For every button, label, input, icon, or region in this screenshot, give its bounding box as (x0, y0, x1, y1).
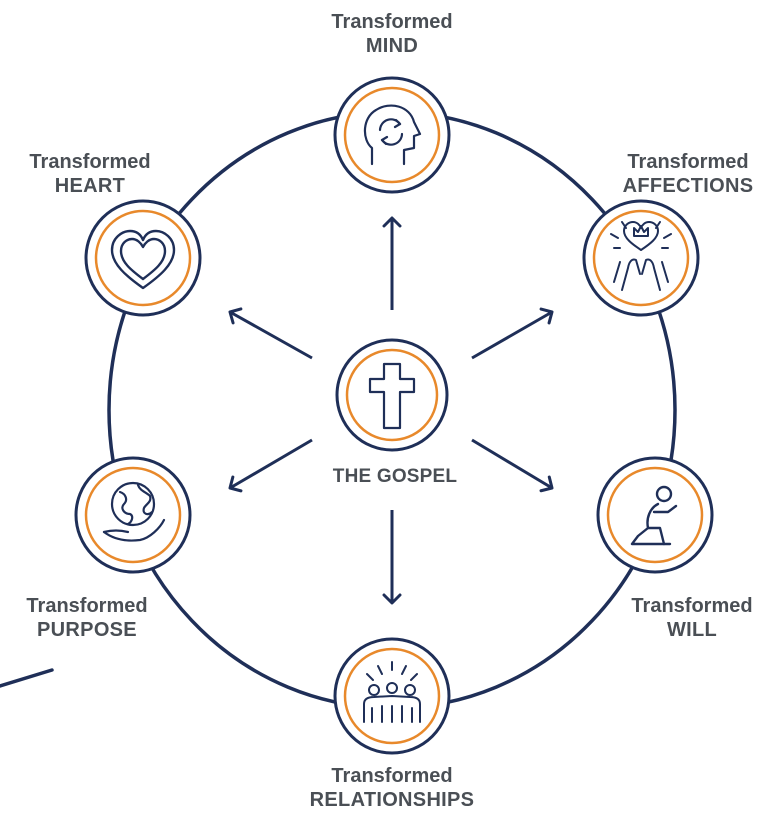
label-will: Transformed WILL (606, 594, 778, 642)
label-relationships: Transformed RELATIONSHIPS (272, 764, 512, 812)
people-group-icon (363, 661, 421, 723)
heart-icon (110, 229, 176, 290)
head-cycle-icon (363, 104, 422, 166)
label-affections: Transformed AFFECTIONS (598, 150, 778, 198)
center-node (335, 338, 449, 452)
label-heart-line1: Transformed (29, 151, 151, 173)
label-purpose-line2: PURPOSE (37, 619, 137, 641)
label-mind-line1: Transformed (331, 11, 453, 33)
label-mind-line2: MIND (365, 35, 419, 57)
label-relationships-line1: Transformed (331, 765, 453, 787)
node-mind (333, 76, 451, 194)
node-will (596, 456, 714, 574)
label-heart-line2: HEART (54, 175, 126, 197)
label-affections-line1: Transformed (627, 151, 749, 173)
arrow-to-will (471, 438, 554, 493)
center-label: THE GOSPEL (332, 466, 458, 487)
kneeling-person-icon (630, 485, 678, 546)
label-relationships-line2: RELATIONSHIPS (309, 789, 475, 811)
edge-stroke (0, 668, 54, 688)
arrows (228, 216, 554, 605)
label-mind: Transformed MIND (292, 10, 492, 58)
label-affections-line2: AFFECTIONS (622, 175, 754, 197)
node-affections (582, 199, 700, 317)
arrow-to-affections (471, 307, 554, 360)
hands-heart-crown-icon (610, 221, 672, 291)
node-purpose (74, 456, 192, 574)
node-relationships (333, 637, 451, 755)
label-purpose: Transformed PURPOSE (2, 594, 172, 642)
label-heart: Transformed HEART (0, 150, 180, 198)
label-will-line2: WILL (666, 619, 718, 641)
hand-globe-icon (102, 481, 166, 542)
node-heart (84, 199, 202, 317)
arrow-to-purpose (228, 438, 313, 493)
label-will-line1: Transformed (631, 595, 753, 617)
label-purpose-line1: Transformed (26, 595, 148, 617)
arrow-to-heart (228, 307, 313, 360)
cross-icon (368, 362, 416, 430)
